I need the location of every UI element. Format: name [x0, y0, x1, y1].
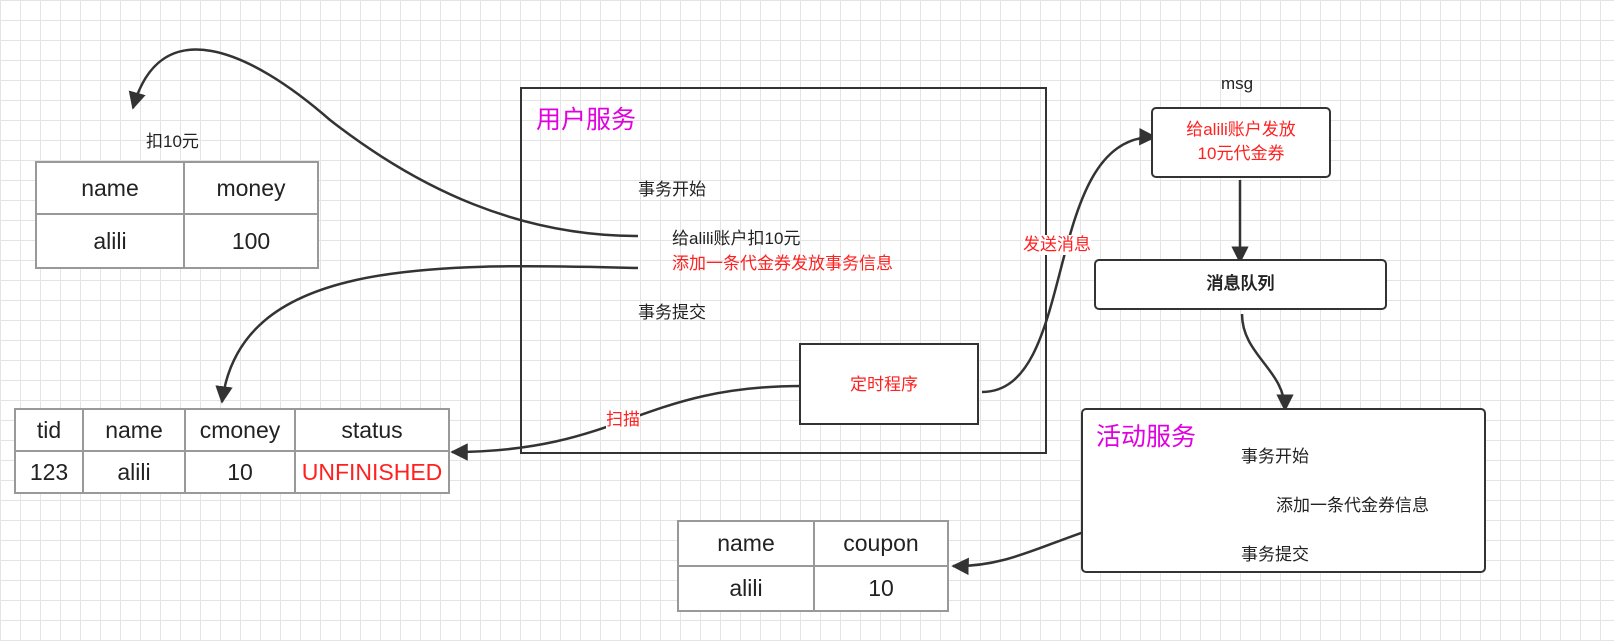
coupon-table: name coupon alili 10	[677, 520, 949, 612]
msg-line2: 10元代金券	[1197, 144, 1285, 163]
account-header-money: money	[183, 161, 319, 215]
timer-label: 定时程序	[850, 375, 918, 394]
message-queue-label: 消息队列	[1206, 274, 1275, 293]
tx-table: tid name cmoney status 123 alili 10 UNFI…	[14, 408, 450, 494]
arrow-queue-to-activity	[1240, 313, 1294, 412]
coupon-cell-coupon: 10	[813, 565, 949, 612]
tx-cell-status: UNFINISHED	[294, 450, 450, 494]
user-step-deduct: 给alili账户扣10元	[672, 229, 801, 248]
account-header-name: name	[35, 161, 185, 215]
scan-label: 扫描	[606, 410, 640, 430]
account-table: name money alili 100	[35, 161, 319, 269]
tx-cell-cmoney: 10	[184, 450, 296, 494]
account-cell-name: alili	[35, 213, 185, 269]
msg-line1: 给alili账户发放	[1186, 120, 1296, 139]
user-step-add-record: 添加一条代金券发放事务信息	[672, 254, 893, 273]
tx-header-tid: tid	[14, 408, 84, 452]
activity-tx-commit: 事务提交	[1241, 545, 1309, 564]
activity-step-add-coupon: 添加一条代金券信息	[1276, 496, 1429, 515]
coupon-header-coupon: coupon	[813, 520, 949, 567]
arrow-timer-to-msg	[981, 128, 1157, 394]
msg-label: msg	[1221, 74, 1254, 93]
activity-service-box	[1081, 408, 1486, 573]
account-cell-money: 100	[183, 213, 319, 269]
deduct-label: 扣10元	[146, 132, 199, 151]
send-message-label: 发送消息	[1023, 235, 1091, 255]
tx-cell-tid: 123	[14, 450, 84, 494]
arrow-deduct-to-account	[128, 48, 639, 238]
tx-header-cmoney: cmoney	[184, 408, 296, 452]
tx-header-name: name	[82, 408, 186, 452]
tx-cell-name: alili	[82, 450, 186, 494]
coupon-cell-name: alili	[677, 565, 815, 612]
user-tx-begin: 事务开始	[638, 180, 706, 199]
activity-service-title: 活动服务	[1096, 423, 1197, 451]
coupon-header-name: name	[677, 520, 815, 567]
user-tx-commit: 事务提交	[638, 303, 706, 322]
timer-box	[799, 343, 979, 425]
arrow-record-to-tx-table	[215, 264, 639, 404]
user-service-title: 用户服务	[536, 106, 637, 134]
msg-box	[1151, 107, 1331, 178]
tx-header-status: status	[294, 408, 450, 452]
user-service-box	[520, 87, 1047, 454]
message-queue-box	[1094, 259, 1387, 310]
activity-tx-begin: 事务开始	[1241, 447, 1309, 466]
